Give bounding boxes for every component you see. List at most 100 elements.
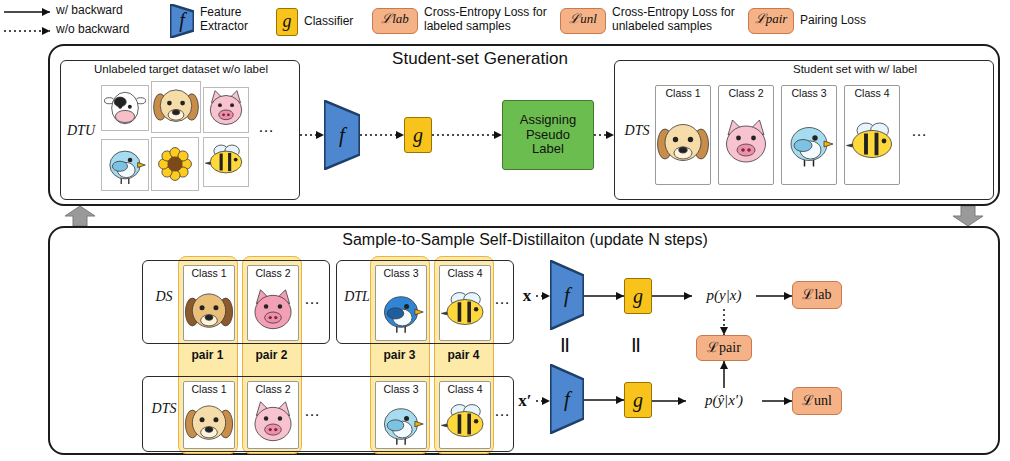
bird-picture xyxy=(812,135,817,140)
stage-panel: Student-set GenerationUnlabeled target d… xyxy=(48,44,1000,206)
class-label: Class 1 xyxy=(184,267,234,279)
solid-arrow-sample xyxy=(4,6,52,18)
feature-extractor: f xyxy=(324,100,360,170)
node-text: g xyxy=(413,124,423,147)
bird-picture xyxy=(384,297,417,328)
class-label: Class 1 xyxy=(184,383,234,395)
panel-title: Student-set Generation xyxy=(350,49,610,69)
class-card: Class 2 xyxy=(247,265,299,341)
node-text: x′ xyxy=(518,391,531,411)
pig-picture xyxy=(265,312,282,323)
bee-picture xyxy=(220,154,223,171)
math-term: x′ xyxy=(514,390,536,412)
ellipsis: … xyxy=(493,402,511,420)
math-term: p(ŷ|x′) xyxy=(686,388,762,414)
node-text: x xyxy=(523,286,532,306)
cow-picture xyxy=(118,105,122,109)
pig-picture xyxy=(736,136,741,141)
node-text: DS xyxy=(146,289,182,305)
class-picture xyxy=(184,398,234,448)
node-text: pair 2 xyxy=(243,349,300,363)
class-card: Class 1 xyxy=(183,265,235,341)
ellipsis: … xyxy=(298,290,326,308)
legend-text: Feature Extractor xyxy=(200,6,266,34)
dog-picture xyxy=(172,110,179,115)
node-text: ℒpair xyxy=(707,340,741,356)
class-card: Class 4 xyxy=(844,85,900,185)
bee-picture xyxy=(474,307,478,311)
trapezoid-fill xyxy=(550,261,583,330)
dog-picture xyxy=(192,406,225,439)
bee-picture xyxy=(228,153,231,171)
class-card: Class 2 xyxy=(718,85,774,185)
pig-picture xyxy=(222,113,225,116)
dog-picture xyxy=(168,110,184,121)
bird-picture xyxy=(415,421,423,427)
node-text: f xyxy=(339,123,345,147)
class-picture xyxy=(440,282,490,340)
ellipsis: … xyxy=(904,122,934,140)
bee-picture xyxy=(441,312,447,315)
legend-text: Cross-Entropy Loss for labeled samples xyxy=(424,6,548,34)
class-card: Class 2 xyxy=(247,381,299,449)
class-card: Class 4 xyxy=(439,381,491,449)
class-picture xyxy=(248,398,298,448)
trapezoid-fill xyxy=(324,101,359,170)
node-text: f xyxy=(564,387,570,411)
bee-picture xyxy=(447,412,483,437)
class-label: Class 4 xyxy=(440,383,490,395)
photo-tile xyxy=(204,138,249,187)
no-backward-arrow xyxy=(536,295,550,297)
legend-text: Cross-Entropy Loss for unlabeled samples xyxy=(612,6,736,34)
class-card: Class 3 xyxy=(781,85,837,185)
panel-title: Sample-to-Sample Self-Distillaiton (upda… xyxy=(300,231,750,249)
bee-picture xyxy=(467,302,471,323)
bee-picture xyxy=(864,134,868,155)
pig-picture xyxy=(255,295,291,328)
bird-picture xyxy=(387,420,404,431)
class-label: Class 2 xyxy=(248,383,298,395)
legend-text: w/o backward xyxy=(56,23,146,37)
bee-picture xyxy=(467,414,471,435)
pig-picture xyxy=(219,110,234,120)
ellipsis: … xyxy=(252,118,280,136)
node-text: p(ŷ|x′) xyxy=(705,392,743,409)
symbol-label: ℒunl xyxy=(560,12,606,27)
bee-picture xyxy=(458,414,462,433)
class-card: Class 4 xyxy=(439,265,491,341)
shared-weights-mark: || xyxy=(555,335,575,352)
class-label: Class 3 xyxy=(376,267,426,279)
no-backward-arrow xyxy=(594,134,614,136)
legend-text: Pairing Loss xyxy=(800,14,890,28)
pig-picture xyxy=(274,316,277,319)
dog-picture xyxy=(205,427,213,433)
class-label: Class 4 xyxy=(845,87,899,99)
no-backward-arrow xyxy=(300,134,324,136)
loss-box: ℒunl xyxy=(792,387,842,415)
class-picture xyxy=(845,102,899,184)
dog-picture xyxy=(200,417,205,422)
stage-panel: Sample-to-Sample Self-Distillaiton (upda… xyxy=(48,226,1000,455)
bee-picture xyxy=(882,139,887,144)
bird-picture xyxy=(415,309,423,315)
bee-picture xyxy=(474,419,478,423)
bird-picture xyxy=(794,140,812,152)
backward-arrow xyxy=(584,399,624,401)
bird-picture xyxy=(138,162,146,167)
dog-picture xyxy=(192,294,225,327)
class-card: Class 1 xyxy=(655,85,711,185)
photo-tile xyxy=(152,138,199,191)
pig-picture xyxy=(278,416,282,420)
pig-picture xyxy=(274,428,277,431)
symbol-label: ℒpair xyxy=(748,12,794,27)
class-picture xyxy=(184,282,234,340)
node-text: Assigning Pseudo Label xyxy=(511,113,585,158)
no-backward-arrow xyxy=(536,400,550,402)
pig-picture xyxy=(227,113,230,116)
bee-picture xyxy=(205,162,210,164)
dog-picture xyxy=(665,125,701,161)
bird-picture xyxy=(824,141,833,147)
backward-arrow xyxy=(584,295,624,297)
class-picture xyxy=(248,282,298,340)
pig-picture xyxy=(218,103,222,107)
